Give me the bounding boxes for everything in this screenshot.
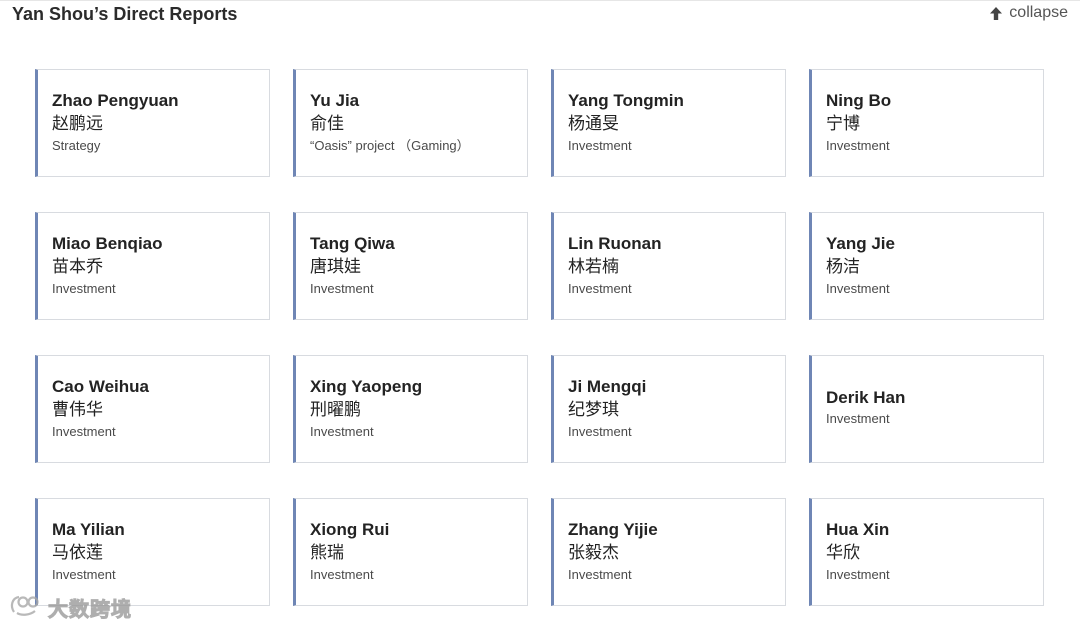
report-name-en: Hua Xin [826, 520, 890, 539]
report-name-en: Lin Ruonan [568, 234, 662, 253]
report-department: Investment [826, 138, 890, 153]
watermark-logo-icon [8, 592, 42, 623]
report-name-cn: 林若楠 [568, 257, 619, 276]
report-name-cn: 唐琪娃 [310, 257, 361, 276]
report-card[interactable]: Yang Tongmin 杨通旻 Investment [551, 69, 786, 177]
report-department: Investment [310, 567, 374, 582]
header: Yan Shou’s Direct Reports collapse [0, 0, 1080, 30]
report-name-en: Yang Jie [826, 234, 895, 253]
report-name-en: Xiong Rui [310, 520, 390, 539]
collapse-button[interactable]: collapse [989, 4, 1068, 22]
report-card[interactable]: Ma Yilian 马依莲 Investment [35, 498, 270, 606]
report-name-en: Zhang Yijie [568, 520, 658, 539]
watermark-text: 大数跨境 [48, 599, 132, 622]
report-name-en: Xing Yaopeng [310, 377, 423, 396]
report-card[interactable]: Yang Jie 杨洁 Investment [809, 212, 1044, 320]
report-name-cn: 俞佳 [310, 114, 344, 133]
collapse-label: collapse [1009, 4, 1068, 21]
report-name-en: Zhao Pengyuan [52, 91, 179, 110]
arrow-up-icon [989, 6, 1003, 21]
report-card[interactable]: Zhao Pengyuan 赵鹏远 Strategy [35, 69, 270, 177]
report-card[interactable]: Zhang Yijie 张毅杰 Investment [551, 498, 786, 606]
report-department: Investment [52, 567, 116, 582]
report-department: Investment [826, 411, 890, 426]
page-title: Yan Shou’s Direct Reports [12, 4, 238, 24]
report-name-cn: 杨通旻 [568, 114, 619, 133]
report-department: Investment [568, 567, 632, 582]
report-department: Investment [310, 424, 374, 439]
report-name-cn: 宁博 [826, 114, 860, 133]
report-name-en: Miao Benqiao [52, 234, 163, 253]
report-name-en: Derik Han [826, 388, 906, 407]
report-card[interactable]: Ji Mengqi 纪梦琪 Investment [551, 355, 786, 463]
report-card[interactable]: Ning Bo 宁博 Investment [809, 69, 1044, 177]
report-name-en: Cao Weihua [52, 377, 149, 396]
report-name-cn: 熊瑞 [310, 543, 344, 562]
report-name-en: Ji Mengqi [568, 377, 647, 396]
report-name-cn: 华欣 [826, 543, 860, 562]
report-name-cn: 赵鹏远 [52, 114, 103, 133]
report-name-en: Ma Yilian [52, 520, 125, 539]
report-department: Investment [568, 424, 632, 439]
report-card[interactable]: Yu Jia 俞佳 “Oasis” project （Gaming） [293, 69, 528, 177]
report-card[interactable]: Xing Yaopeng 刑曜鹏 Investment [293, 355, 528, 463]
report-card[interactable]: Xiong Rui 熊瑞 Investment [293, 498, 528, 606]
report-name-cn: 杨洁 [826, 257, 860, 276]
report-name-en: Yu Jia [310, 91, 360, 110]
report-name-cn: 刑曜鹏 [310, 400, 361, 419]
report-department: Strategy [52, 138, 101, 153]
report-department: Investment [52, 424, 116, 439]
report-department: Investment [826, 567, 890, 582]
report-name-cn: 张毅杰 [568, 543, 619, 562]
report-department: Investment [568, 281, 632, 296]
report-department: Investment [826, 281, 890, 296]
report-name-en: Tang Qiwa [310, 234, 395, 253]
report-department: Investment [568, 138, 632, 153]
report-card[interactable]: Hua Xin 华欣 Investment [809, 498, 1044, 606]
watermark: 大数跨境 [8, 592, 132, 623]
report-department: “Oasis” project （Gaming） [310, 138, 470, 153]
report-card[interactable]: Tang Qiwa 唐琪娃 Investment [293, 212, 528, 320]
report-department: Investment [310, 281, 374, 296]
report-name-en: Yang Tongmin [568, 91, 684, 110]
report-name-en: Ning Bo [826, 91, 892, 110]
report-card[interactable]: Cao Weihua 曹伟华 Investment [35, 355, 270, 463]
top-divider [0, 0, 1080, 1]
report-department: Investment [52, 281, 116, 296]
report-name-cn: 纪梦琪 [568, 400, 619, 419]
report-card[interactable]: Miao Benqiao 苗本乔 Investment [35, 212, 270, 320]
report-card[interactable]: Lin Ruonan 林若楠 Investment [551, 212, 786, 320]
direct-reports-grid: Zhao Pengyuan 赵鹏远 Strategy Yu Jia 俞佳 “Oasis” … [35, 69, 1044, 606]
report-name-cn: 马依莲 [52, 543, 103, 562]
report-name-cn: 曹伟华 [52, 400, 103, 419]
report-name-cn: 苗本乔 [52, 257, 103, 276]
